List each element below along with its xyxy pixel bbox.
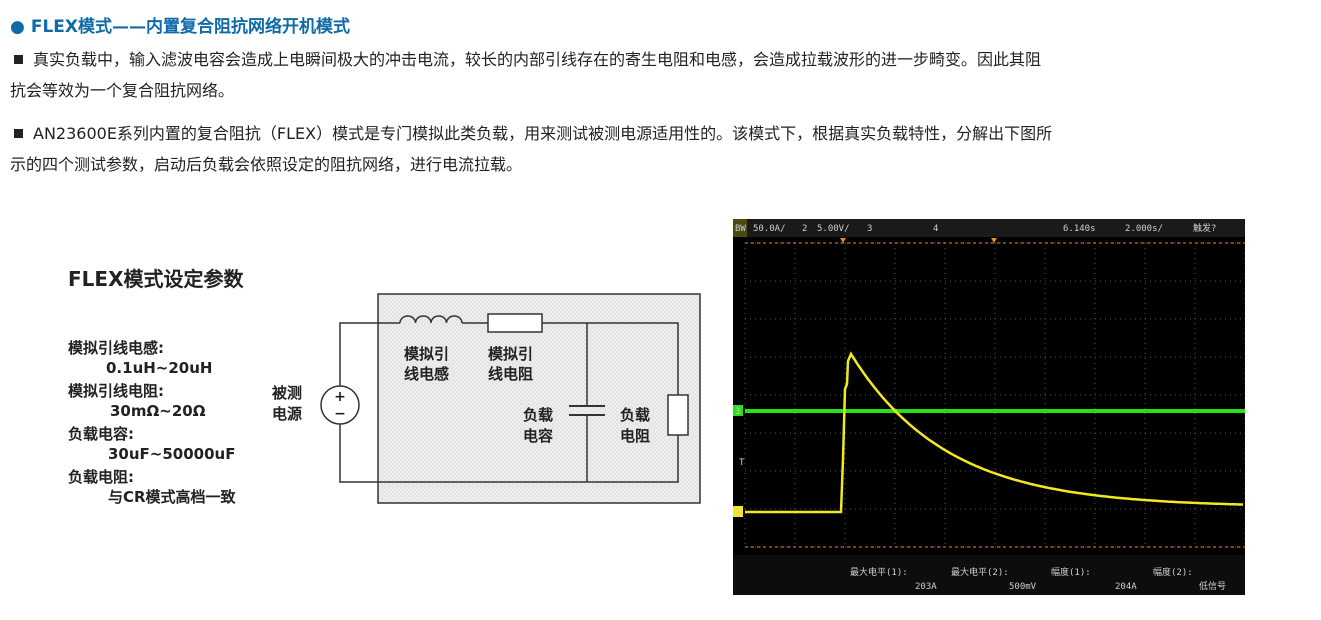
paragraph-2-line-2: 示的四个测试参数，启动后负载会依照设定的阻抗网络，进行电流拉载。 xyxy=(10,155,523,174)
paragraph-2-line-1: AN23600E系列内置的复合阻抗（FLEX）模式是专门模拟此类负载，用来测试被… xyxy=(33,124,1053,143)
time-position: 6.140s xyxy=(1063,224,1096,234)
inductor-icon xyxy=(399,315,463,324)
paragraph-1: 真实负载中，输入滤波电容会造成上电瞬间极大的冲击电流，较长的内部引线存在的寄生电… xyxy=(10,44,1310,106)
square-bullet-icon xyxy=(14,129,23,138)
capacitor-label-2: 电容 xyxy=(523,427,553,445)
paragraph-1-line-2: 抗会等效为一个复合阻抗网络。 xyxy=(10,81,235,100)
ch1-scale: 50.0A/ xyxy=(753,224,786,234)
resistor-icon xyxy=(487,313,543,333)
circuit-svg: FLEX模式设定参数 模拟引线电感: 0.1uH~20uH 模拟引线电阻: 30… xyxy=(68,267,701,506)
source-label-1: 被测 xyxy=(272,384,302,402)
source-minus-sign: − xyxy=(334,406,346,422)
param-capacitance-range: 30uF~50000uF xyxy=(108,445,235,463)
ch1-tag-box xyxy=(733,219,747,237)
ch2-number: 2 xyxy=(802,224,807,234)
inductor-label-2: 线电感 xyxy=(404,365,449,383)
measurement-3-value: 204A xyxy=(1115,582,1137,592)
wire-bottom xyxy=(339,423,679,483)
diagram-title: FLEX模式设定参数 xyxy=(68,267,244,291)
heading-bullet: ● xyxy=(10,17,25,37)
measurement-4-label: 幅度(2): xyxy=(1153,566,1193,578)
ch1-tag: BW xyxy=(735,224,746,234)
source-plus-sign: + xyxy=(334,389,346,405)
power-source-icon xyxy=(320,385,360,425)
measurement-4-value: 低信号 xyxy=(1199,580,1226,592)
param-capacitance-name: 负载电容: xyxy=(68,425,134,443)
param-load-resistance-range: 与CR模式高档一致 xyxy=(108,488,237,506)
ch1-current-trace xyxy=(745,351,1243,514)
time-scale: 2.000s/ xyxy=(1125,224,1163,234)
ch2-scale: 5.00V/ xyxy=(817,224,850,234)
center-marker-icon xyxy=(991,238,997,243)
resistor-label-1: 模拟引 xyxy=(488,345,533,363)
measurement-1-label: 最大电平(1): xyxy=(850,566,908,578)
param-resistance-name: 模拟引线电阻: xyxy=(68,382,164,400)
wire-top-left xyxy=(339,322,400,387)
resistor-label-2: 线电阻 xyxy=(488,365,533,383)
scope-svg: BW 50.0A/ 2 5.00V/ 3 4 6.140s 2.000s/ 触发… xyxy=(733,219,1245,595)
source-label-2: 电源 xyxy=(272,405,302,423)
ch4-number: 4 xyxy=(933,224,938,234)
paragraph-2: AN23600E系列内置的复合阻抗（FLEX）模式是专门模拟此类负载，用来测试被… xyxy=(10,118,1310,180)
param-inductance-range: 0.1uH~20uH xyxy=(106,359,212,377)
load-label-2: 电阻 xyxy=(620,427,650,445)
paragraph-1-line-1: 真实负载中，输入滤波电容会造成上电瞬间极大的冲击电流，较长的内部引线存在的寄生电… xyxy=(33,50,1042,69)
param-inductance-name: 模拟引线电感: xyxy=(68,339,164,357)
capacitor-label-1: 负载 xyxy=(523,406,553,424)
measurement-2-label: 最大电平(2): xyxy=(951,566,1009,578)
scope-header-bar xyxy=(733,219,1245,237)
heading-text: FLEX模式——内置复合阻抗网络开机模式 xyxy=(30,17,351,37)
measurement-bar xyxy=(733,555,1245,595)
param-resistance-range: 30mΩ~20Ω xyxy=(110,402,206,420)
ch1-level-marker: 1 xyxy=(735,508,740,518)
trigger-level-marker: T xyxy=(739,458,745,468)
inductor-label-1: 模拟引 xyxy=(404,345,449,363)
load-resistor-icon xyxy=(667,394,689,436)
square-bullet-icon xyxy=(14,55,23,64)
trigger-status: 触发? xyxy=(1193,222,1216,234)
measurement-1-value: 203A xyxy=(915,582,937,592)
flex-circuit-diagram: FLEX模式设定参数 模拟引线电感: 0.1uH~20uH 模拟引线电阻: 30… xyxy=(60,255,720,525)
measurement-3-label: 幅度(1): xyxy=(1051,566,1091,578)
param-load-resistance-name: 负载电阻: xyxy=(68,468,134,486)
ch3-number: 3 xyxy=(867,224,872,234)
scope-grid xyxy=(744,242,1245,548)
load-label-1: 负载 xyxy=(620,406,650,424)
section-heading: ●FLEX模式——内置复合阻抗网络开机模式 xyxy=(10,12,350,37)
ch3-level-marker-icon xyxy=(733,405,743,416)
trigger-position-marker-icon xyxy=(840,238,846,243)
ch1-level-marker-icon xyxy=(733,506,743,517)
ch3-level-marker: 3 xyxy=(735,407,740,417)
measurement-2-value: 500mV xyxy=(1009,582,1037,592)
oscilloscope-screenshot: BW 50.0A/ 2 5.00V/ 3 4 6.140s 2.000s/ 触发… xyxy=(733,219,1245,595)
